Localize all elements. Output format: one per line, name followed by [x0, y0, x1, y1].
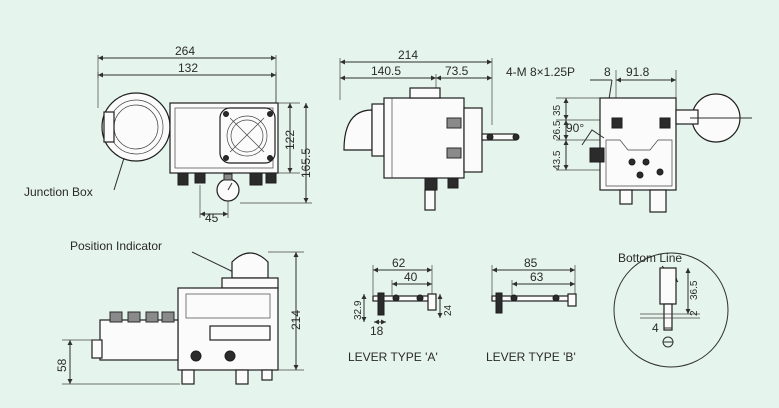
dim-32-9: 32.9 — [353, 300, 364, 320]
dim-122: 122 — [283, 130, 297, 150]
dim-35: 35 — [552, 104, 563, 116]
dim-45: 45 — [205, 211, 219, 225]
dim-2: 2 — [689, 310, 700, 316]
right-view: 4-M 8×1.25P 8 91.8 35 26.5 43.5 90° — [506, 65, 752, 213]
dim-4: 4 — [652, 321, 659, 335]
position-indicator-dome — [231, 252, 269, 279]
top-view: 264 132 45 — [24, 44, 313, 225]
angle-90: 90° — [566, 121, 584, 135]
dim-26-5: 26.5 — [552, 120, 563, 140]
dim-73-5: 73.5 — [445, 64, 469, 78]
detail-circle — [613, 252, 729, 368]
lever-type-b-label: LEVER TYPE 'B' — [486, 350, 576, 364]
dim-8: 8 — [604, 65, 611, 79]
lever-type-a-label: LEVER TYPE 'A' — [348, 350, 438, 364]
junction-box-front — [99, 319, 179, 361]
dim-43-5: 43.5 — [552, 150, 563, 170]
dim-214-front: 214 — [289, 310, 303, 330]
dim-132: 132 — [178, 61, 198, 75]
thread-label: 4-M 8×1.25P — [506, 65, 575, 79]
bottom-line-detail: Bottom Line 36.5 2 4 — [613, 251, 729, 368]
junction-box-label: Junction Box — [24, 185, 93, 199]
dim-63: 63 — [530, 270, 544, 284]
dim-24: 24 — [443, 304, 454, 316]
side-view: 214 140.5 73.5 — [339, 48, 520, 211]
main-body-side — [383, 97, 465, 179]
dim-58: 58 — [55, 358, 69, 372]
lever-type-b: 85 63 LEVER TYPE 'B' — [486, 256, 577, 364]
dim-36-5: 36.5 — [689, 280, 700, 300]
dim-62: 62 — [392, 256, 406, 270]
dim-140-5: 140.5 — [371, 64, 401, 78]
dim-85: 85 — [524, 256, 538, 270]
lever-type-a: 62 40 32.9 24 18 LEVER TYPE 'A' — [348, 256, 454, 364]
dim-40: 40 — [404, 270, 418, 284]
dim-91-8: 91.8 — [626, 65, 650, 79]
dim-18: 18 — [370, 324, 384, 338]
position-indicator-label: Position Indicator — [70, 239, 162, 253]
front-view: Position Indicator 214 58 — [55, 239, 304, 385]
bottom-line-label: Bottom Line — [618, 251, 682, 265]
dim-214-side: 214 — [398, 48, 418, 62]
dim-165-5: 165.5 — [299, 148, 313, 178]
indicator-dome — [343, 109, 373, 151]
dim-264: 264 — [175, 44, 195, 58]
